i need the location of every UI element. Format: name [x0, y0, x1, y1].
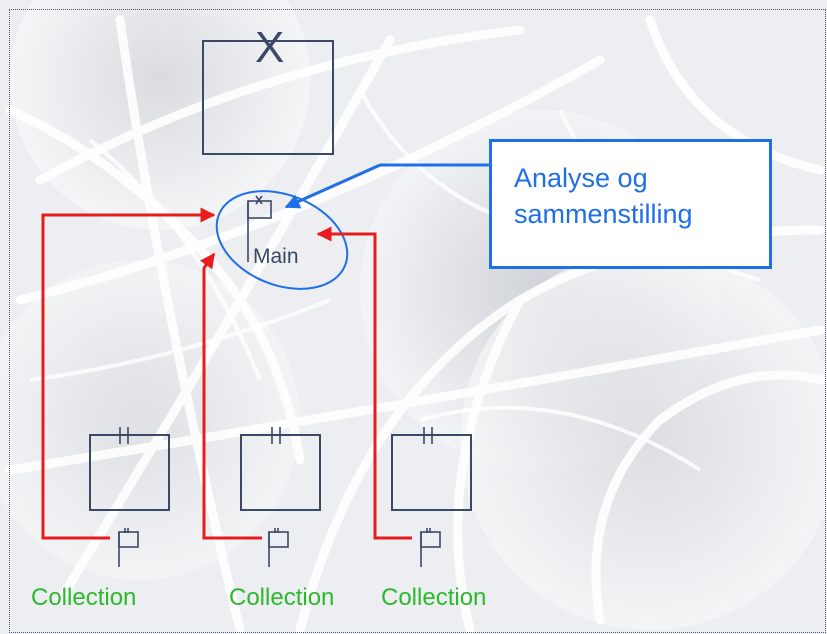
top-box [202, 40, 334, 155]
main-ellipse [215, 190, 349, 290]
slide-border [9, 9, 826, 633]
callout-box: Analyse og sammenstilling [489, 139, 772, 269]
collection-arrow-2 [200, 252, 262, 540]
collection-flag-icon [118, 528, 139, 567]
collection-flag-icon [420, 528, 441, 567]
collection-label: Collection [31, 584, 137, 611]
main-label: Main [253, 245, 299, 268]
collection-box-1 [89, 427, 170, 511]
collection-arrow-3 [316, 226, 412, 540]
callout-text: Analyse og sammenstilling [514, 163, 693, 229]
callout-arrow [284, 163, 381, 209]
collection-box-3 [391, 427, 472, 511]
top-box-mark: X [255, 23, 285, 72]
collection-arrow-1 [41, 207, 216, 540]
collection-label: Collection [381, 584, 487, 611]
collection-box-2 [240, 427, 321, 511]
main-flag-icon [247, 195, 272, 262]
collection-flag-icon [268, 528, 289, 567]
collection-label: Collection [229, 584, 335, 611]
